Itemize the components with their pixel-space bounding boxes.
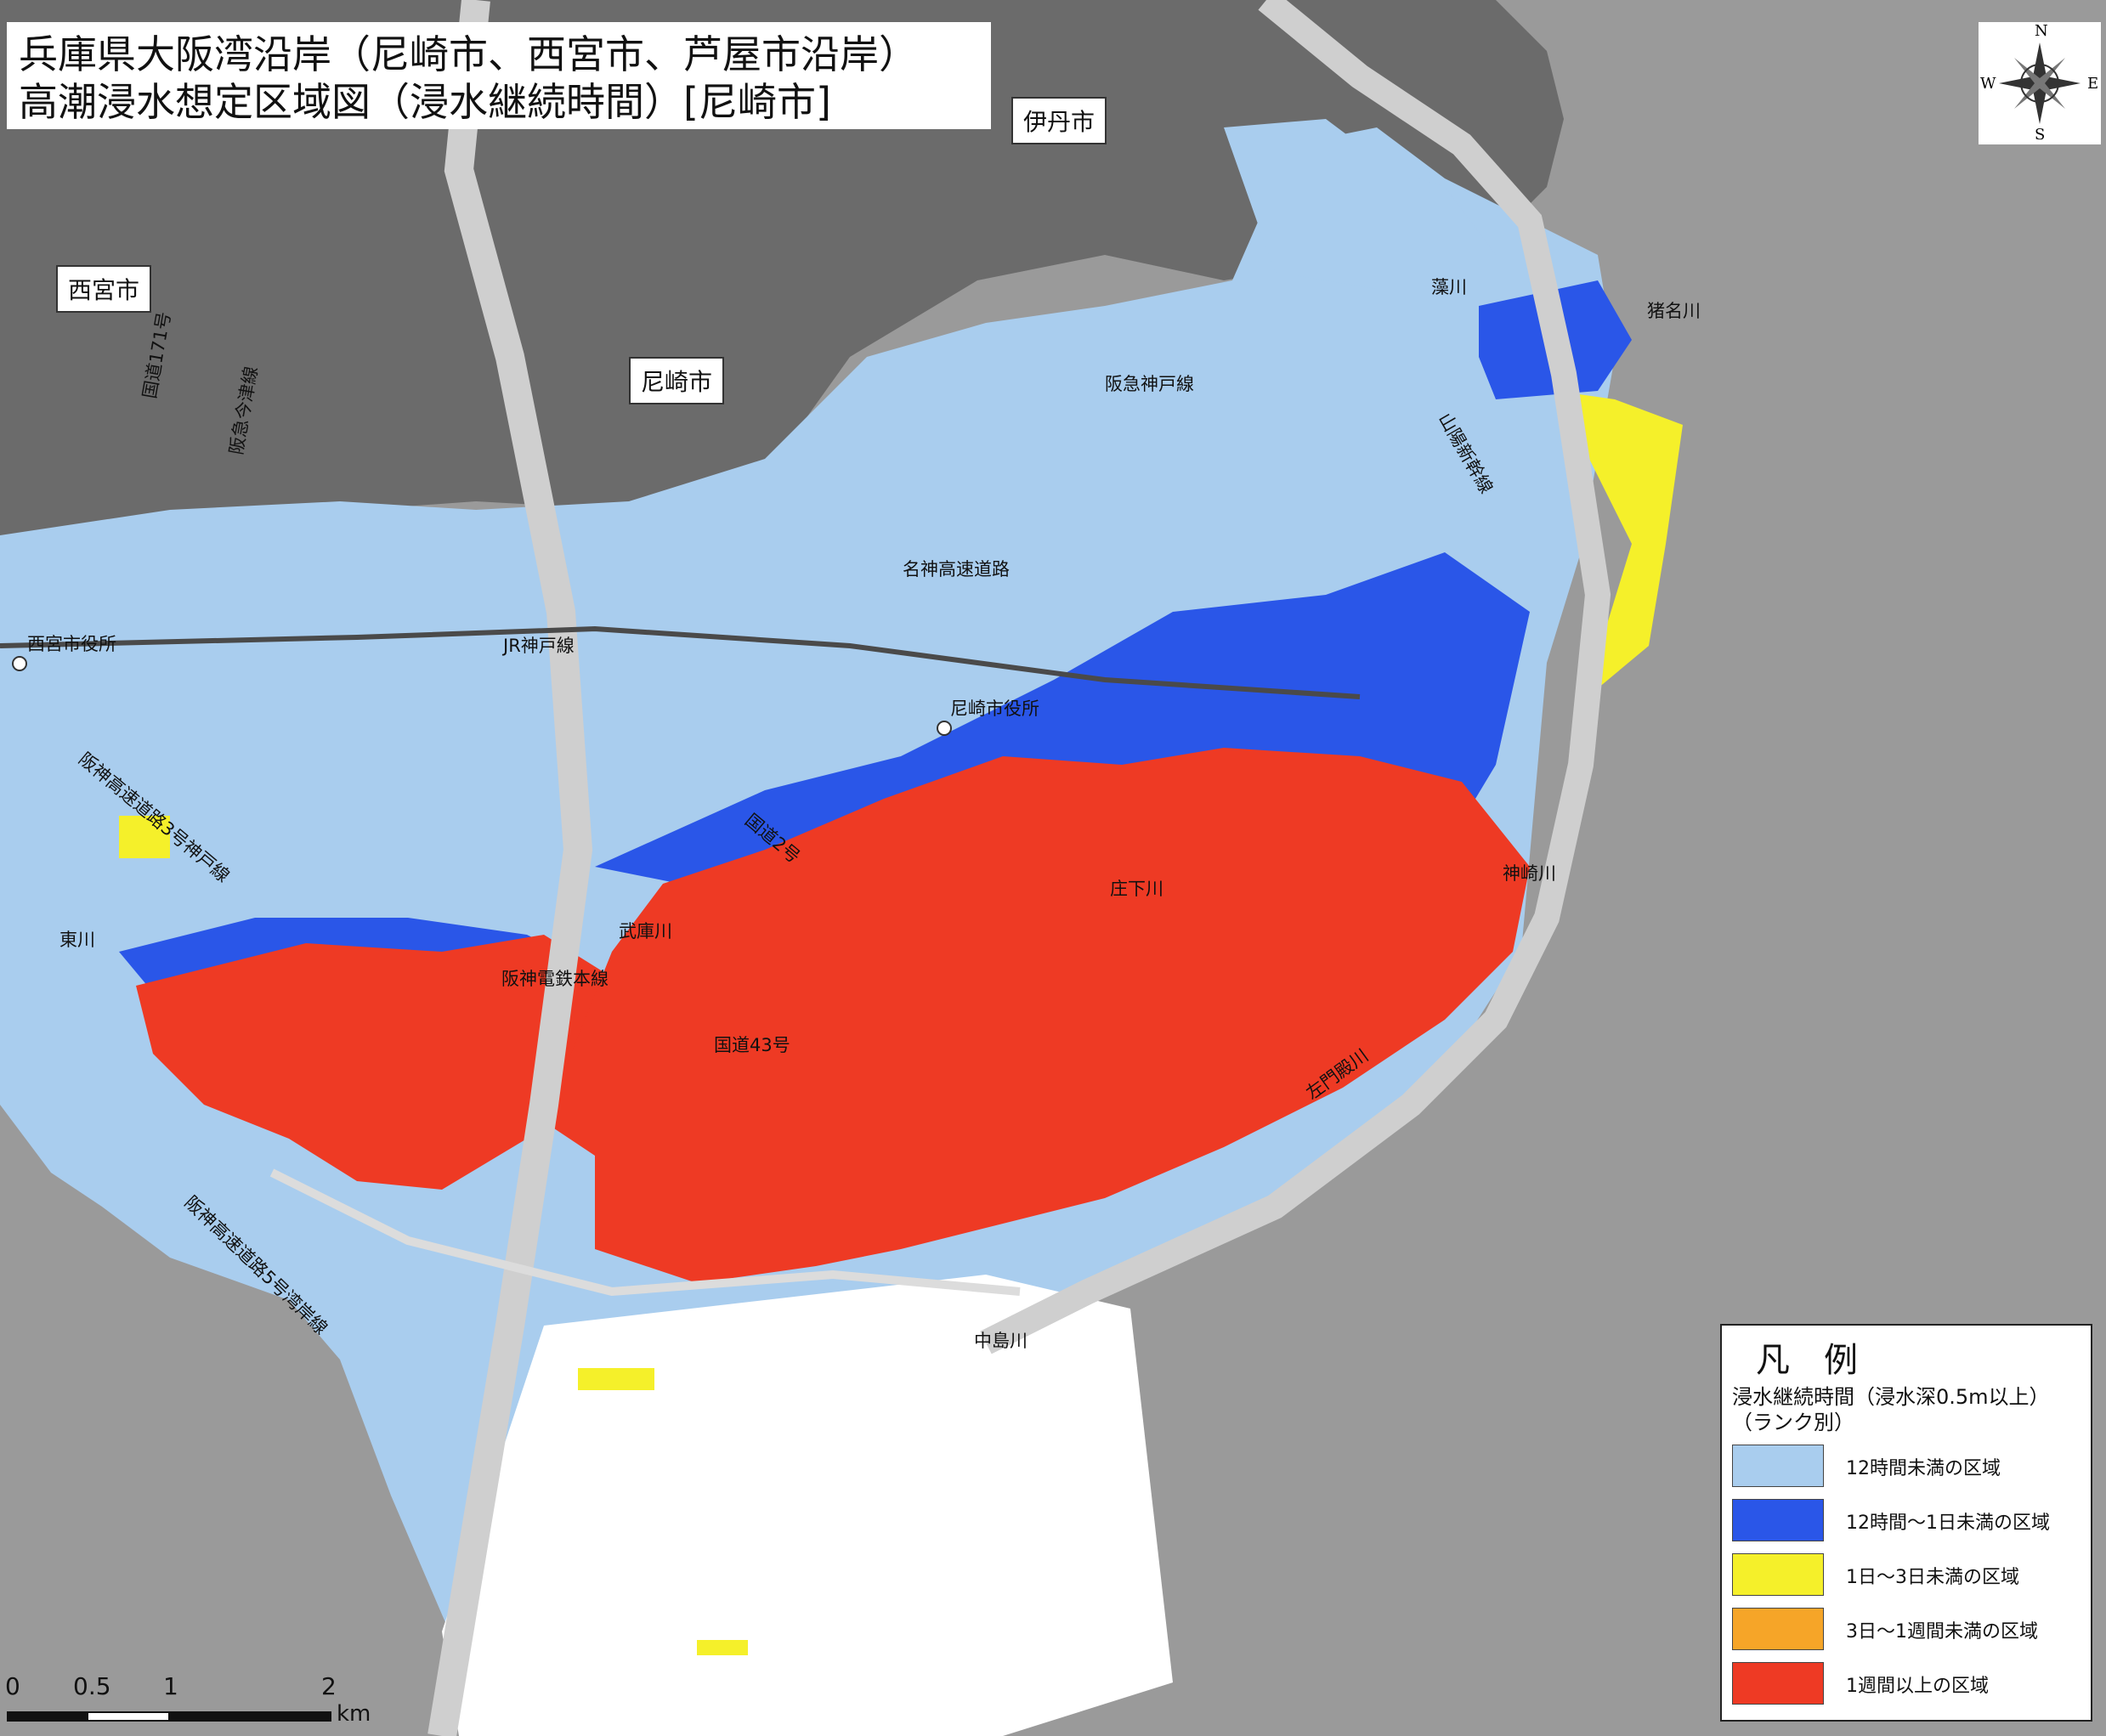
legend-item-12h-1d: 12時間～1日未満の区域 bbox=[1732, 1499, 2089, 1543]
map-title-line2: 高潮浸水想定区域図（浸水継続時間）[尼崎市] bbox=[19, 79, 831, 125]
legend-title: 凡 例 bbox=[1756, 1341, 1858, 1380]
legend-label: 3日～1週間未満の区域 bbox=[1846, 1621, 2038, 1643]
place-nishinomiya: 西宮市 bbox=[56, 265, 152, 313]
label-hanshin-main: 阪神電鉄本線 bbox=[501, 969, 609, 989]
flood-zone-under-12h-north bbox=[1224, 119, 1496, 289]
legend-subtitle: 浸水継続時間（浸水深0.5m以上） bbox=[1732, 1385, 2050, 1409]
compass-e: E bbox=[2087, 75, 2099, 93]
scale-tick-0: 0 bbox=[5, 1672, 20, 1700]
label-nakajima: 中島川 bbox=[974, 1331, 1028, 1351]
compass-icon bbox=[1999, 42, 2081, 124]
flood-zone-1d-3d-port bbox=[578, 1368, 654, 1390]
urban-area bbox=[0, 0, 1564, 552]
scale-unit: km bbox=[337, 1701, 371, 1727]
place-itami: 伊丹市 bbox=[1011, 97, 1107, 144]
muko-river bbox=[427, 0, 593, 1736]
scale-tick-2: 2 bbox=[321, 1672, 337, 1700]
jr-kobe-line bbox=[0, 625, 1361, 699]
legend-label: 1週間以上の区域 bbox=[1846, 1676, 1989, 1697]
legend-swatch bbox=[1732, 1499, 1824, 1541]
label-meishin: 名神高速道路 bbox=[903, 559, 1010, 580]
compass-s: S bbox=[2035, 126, 2046, 144]
place-amagasaki: 尼崎市 bbox=[629, 357, 725, 404]
legend-item-over-1w: 1週間以上の区域 bbox=[1732, 1662, 2089, 1706]
label-jr-kobe: JR神戸線 bbox=[503, 636, 575, 656]
label-hankyu-kobe: 阪急神戸線 bbox=[1105, 374, 1194, 394]
label-amagasaki-city-hall: 尼崎市役所 bbox=[950, 698, 1039, 719]
legend-label: 12時間～1日未満の区域 bbox=[1846, 1513, 2050, 1534]
scale-segment-2 bbox=[87, 1711, 170, 1722]
flood-zone-over-1week-center bbox=[544, 748, 1530, 1283]
flood-zone-1d-3d-west bbox=[119, 816, 170, 858]
flood-zone-1d-3d-island bbox=[697, 1640, 748, 1655]
scale-tick-05: 0.5 bbox=[73, 1672, 111, 1700]
kanzaki-river bbox=[980, 0, 1611, 1354]
scale-bar: 0 0.5 1 2 km bbox=[5, 1672, 371, 1732]
scale-segment-1 bbox=[7, 1711, 88, 1722]
highway-bridge bbox=[269, 1168, 1021, 1297]
reclaimed-land bbox=[442, 1275, 1173, 1736]
flood-zone-1d-3d-inagawa bbox=[1555, 391, 1683, 688]
label-mogawa: 藻川 bbox=[1431, 277, 1467, 297]
label-higashi-river: 東川 bbox=[59, 930, 95, 950]
legend-swatch bbox=[1732, 1608, 1824, 1650]
scale-tick-1: 1 bbox=[163, 1672, 178, 1700]
city-hall-icon bbox=[12, 656, 27, 671]
compass-w: W bbox=[1980, 75, 1996, 93]
legend-item-3d-1w: 3日～1週間未満の区域 bbox=[1732, 1608, 2089, 1652]
legend-label: 12時間未満の区域 bbox=[1846, 1458, 2001, 1479]
label-kanzaki-river: 神崎川 bbox=[1503, 863, 1556, 884]
legend-item-under-12h: 12時間未満の区域 bbox=[1732, 1445, 2089, 1489]
legend-swatch bbox=[1732, 1553, 1824, 1596]
compass-rose: N S E W bbox=[1979, 22, 2101, 144]
legend-label: 1日～3日未満の区域 bbox=[1846, 1567, 2019, 1588]
label-kokudo43: 国道43号 bbox=[714, 1035, 790, 1055]
legend-swatch bbox=[1732, 1445, 1824, 1487]
compass-n: N bbox=[2035, 22, 2048, 40]
map-title-box: 兵庫県大阪湾沿岸（尼崎市、西宮市、芦屋市沿岸） 高潮浸水想定区域図（浸水継続時間… bbox=[7, 22, 991, 129]
legend-swatch bbox=[1732, 1662, 1824, 1705]
legend-panel: 凡 例 浸水継続時間（浸水深0.5m以上） （ランク別） 12時間未満の区域 1… bbox=[1720, 1324, 2092, 1722]
flood-zone-over-1week-west bbox=[136, 935, 612, 1190]
legend-subtitle-rank: （ランク別） bbox=[1732, 1411, 1854, 1434]
label-shoge-river: 庄下川 bbox=[1110, 879, 1163, 899]
city-hall-icon-amagasaki bbox=[937, 721, 952, 736]
scale-segment-3 bbox=[168, 1711, 331, 1722]
label-muko-river: 武庫川 bbox=[619, 921, 672, 942]
map-title-line1: 兵庫県大阪湾沿岸（尼崎市、西宮市、芦屋市沿岸） bbox=[19, 31, 918, 77]
label-inagawa: 猪名川 bbox=[1647, 301, 1701, 321]
legend-item-1d-3d: 1日～3日未満の区域 bbox=[1732, 1553, 2089, 1597]
label-nishinomiya-city-hall: 西宮市役所 bbox=[27, 634, 116, 654]
